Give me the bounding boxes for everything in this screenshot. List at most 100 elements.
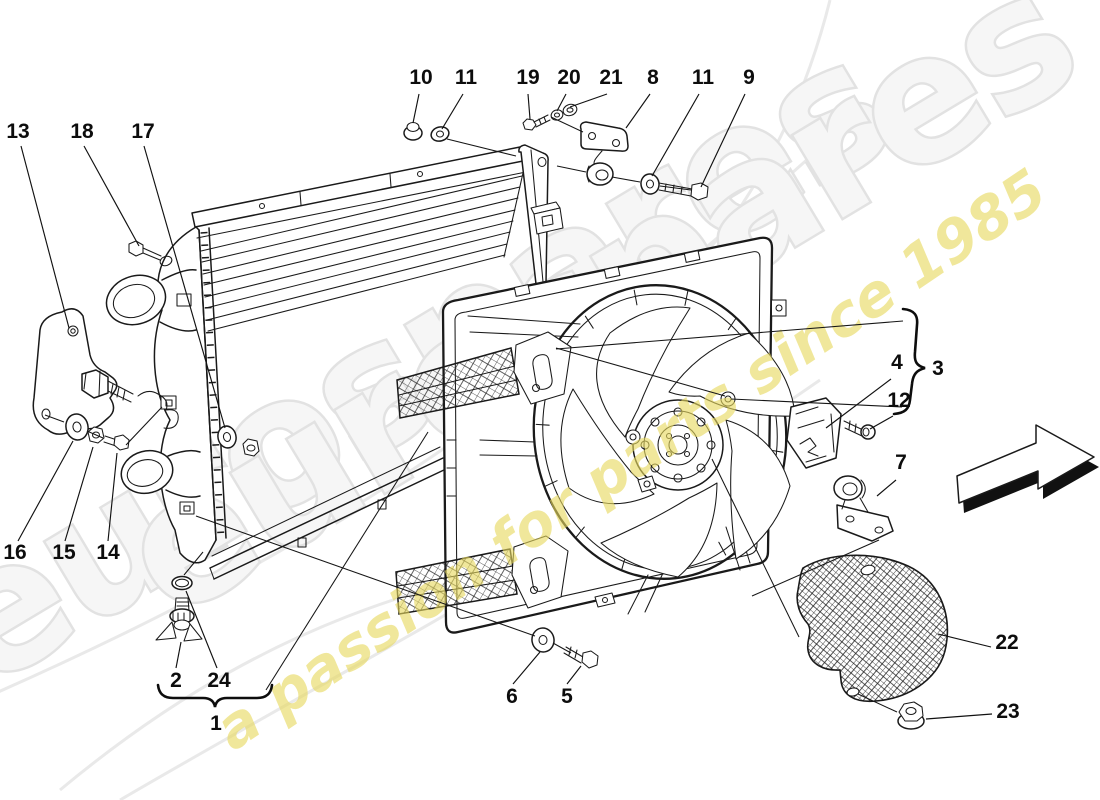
assembly-axis-line [265,431,429,691]
shroud-mesh-arm-upper [396,331,572,419]
bracket-fasteners [65,413,130,451]
screw-12 [843,420,876,440]
callout-leader [651,93,700,177]
callout-label-5: 5 [561,685,573,708]
group-braces [156,307,926,708]
callout-label-21: 21 [599,66,623,89]
callout-label-19: 19 [516,66,539,89]
radiator-core-tubes [200,172,524,332]
callout-label-2: 2 [170,669,182,692]
brace-item-1 [156,683,274,708]
callout-label-9: 9 [743,66,755,89]
callout-leader [83,145,140,247]
direction-arrow [956,424,1099,513]
callout-leader [512,651,541,685]
assembly-axis-line [857,693,898,713]
axis-lines-layer [44,116,904,713]
callout-leader [869,415,894,430]
assembly-axis-line [44,414,65,423]
callout-label-8: 8 [647,66,659,89]
callout-label-13: 13 [6,120,29,143]
callout-leader [185,590,218,669]
vent-slot [584,315,594,329]
callout-leader [700,93,746,188]
callout-label-14: 14 [96,541,120,564]
flange-nut-23 [897,701,925,730]
callout-label-17: 17 [131,120,154,143]
fan-shroud [395,236,796,634]
assembly-axis-line [751,539,880,597]
callout-label-24: 24 [207,669,231,692]
callout-label-11: 11 [455,66,478,89]
callout-leader [825,378,892,429]
bolt-5 [563,646,599,669]
fan-motor-hub [625,391,736,493]
assembly-axis-line [183,551,204,576]
drain-o-ring [171,575,193,591]
bracket-pin-bolt [81,369,134,403]
assembly-axis-line [552,642,572,654]
assembly-axis-line [555,347,726,397]
callout-label-18: 18 [70,120,94,143]
assembly-axis-line [611,176,641,183]
assembly-axis-line [555,320,904,350]
callout-leader [175,641,182,669]
mesh-guard-22 [796,554,949,703]
callout-label-20: 20 [557,66,580,89]
callout-label-11: 11 [692,66,715,89]
vent-slot [574,526,585,539]
callout-leader [64,446,94,542]
radiator-hose-lower [120,449,201,498]
vent-slot [633,289,638,306]
callout-leader [143,145,226,429]
assembly-axis-line [550,116,584,133]
bracket-8 [579,121,629,186]
washer-11a [430,126,450,142]
mount-washer-nut [217,425,260,457]
callout-label-15: 15 [52,541,76,564]
bushing-10 [403,121,423,141]
callout-leader [441,93,464,130]
vent-slot [684,290,689,306]
callout-leader [20,145,70,329]
radiator-end-plate [518,144,564,285]
assembly-axis-line [711,458,800,638]
callout-leader [937,633,992,648]
callout-label-23: 23 [996,700,1019,723]
cutaway-squiggle [137,390,179,429]
washer-16 [65,413,89,441]
fan-ring-outer [532,284,788,580]
callout-leader [412,93,420,124]
callout-label-1: 1 [210,712,222,735]
callout-leader [876,479,897,497]
vent-slot [535,423,550,426]
callout-label-7: 7 [895,451,907,474]
callout-leader [527,93,531,120]
callout-leader [556,93,567,112]
radiator-bottom-rail [209,446,447,580]
callout-label-10: 10 [409,66,432,89]
callout-label-4: 4 [891,351,903,374]
callout-leader [925,713,993,720]
assembly-axis-line [86,430,104,439]
callout-label-12: 12 [887,389,910,412]
bracket-7 [833,475,894,542]
callout-leader [107,452,118,542]
radiator-hose-upper [105,268,197,332]
callout-leader [569,93,608,108]
side-bracket-13 [32,308,134,435]
callout-leader [566,665,582,685]
assembly-axis-line [556,165,587,173]
vent-slot [727,317,737,331]
vent-slot [544,480,558,487]
callout-label-22: 22 [995,631,1018,654]
bolt-14 [103,434,130,451]
callout-label-3: 3 [932,357,944,380]
radiator [105,144,564,642]
washer-21 [562,103,578,117]
vent-slot [718,541,727,556]
bolt-9 [658,182,709,201]
callout-label-16: 16 [3,541,26,564]
assembly-axis-line [659,185,692,191]
